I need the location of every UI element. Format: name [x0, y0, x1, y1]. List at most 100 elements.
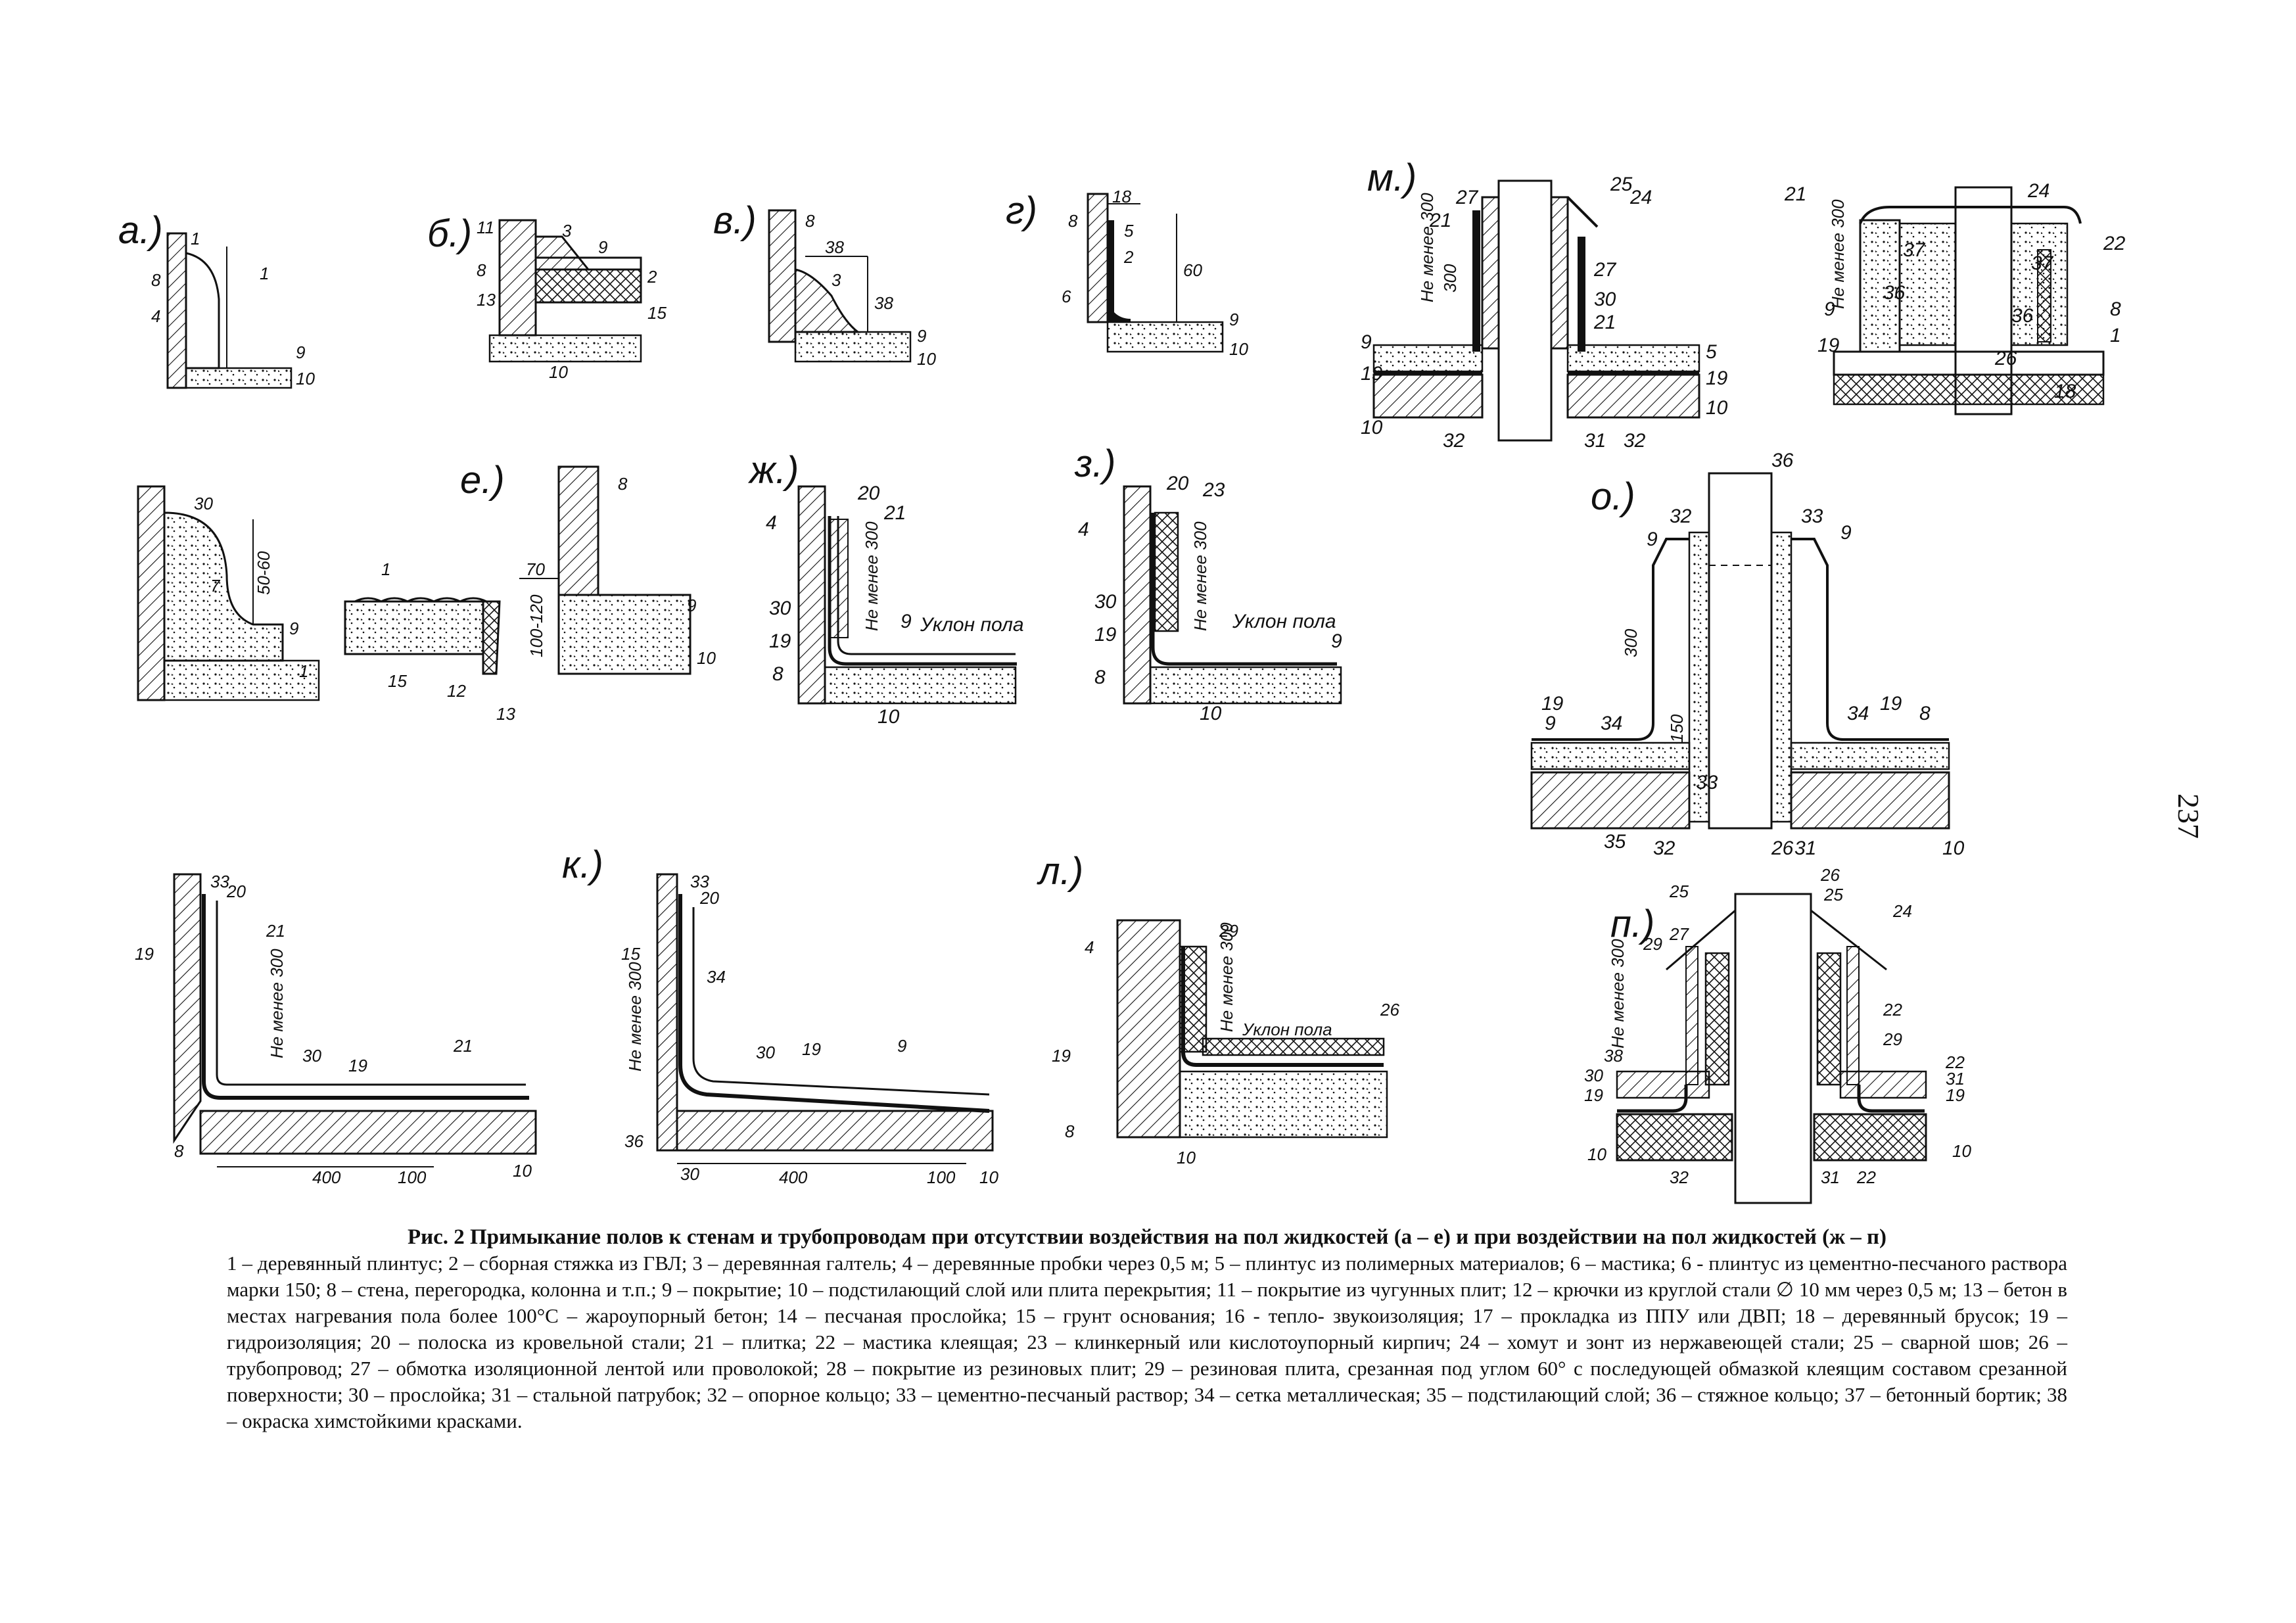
label-10: 10	[1587, 1144, 1606, 1164]
label-8: 8	[1094, 667, 1106, 688]
label-19: 19	[1541, 693, 1564, 715]
svg-text:1: 1	[191, 229, 200, 248]
label-23: 23	[1202, 479, 1225, 501]
label-19b: 19	[348, 1056, 367, 1075]
dim-18: 18	[1112, 187, 1131, 206]
label-9: 9	[897, 1036, 906, 1056]
label-33: 33	[210, 872, 229, 891]
label-24: 24	[2027, 180, 2050, 202]
ne-menee-300-i: Не менее 300	[267, 949, 287, 1058]
label-30: 30	[769, 598, 791, 619]
label-9: 9	[1647, 529, 1658, 550]
label-10: 10	[296, 369, 315, 388]
detail-label-k: к.)	[562, 843, 603, 886]
label-7: 7	[210, 576, 221, 596]
label-26: 26	[1380, 1000, 1399, 1020]
dim-100: 100	[398, 1167, 427, 1187]
label-9b: 9	[1840, 522, 1852, 544]
label-6: 6	[1062, 287, 1071, 306]
detail-d: 30 50-60 7 9 1	[137, 485, 320, 701]
label-26: 26	[1820, 865, 1840, 885]
detail-label-z: з.)	[1074, 442, 1115, 485]
dim-38: 38	[825, 237, 844, 257]
label-9: 9	[1824, 298, 1835, 320]
label-10: 10	[917, 349, 936, 369]
label-9: 9	[289, 619, 298, 638]
label-33: 33	[1801, 506, 1823, 527]
label-10b: 10	[1706, 397, 1728, 419]
label-5: 5	[1706, 341, 1717, 363]
detail-m: м.) 27 21 25 24 27 30 21 Не менее 300 30…	[1361, 156, 1728, 452]
label-20: 20	[699, 888, 719, 908]
label-10: 10	[878, 706, 900, 728]
label-37b: 37	[2031, 252, 2054, 274]
label-10: 10	[1361, 417, 1383, 438]
label-19b: 19	[1706, 367, 1728, 389]
label-13: 13	[496, 704, 515, 724]
detail-z: з.) 20 23 4 30 19 8 Не менее 300 Уклон п…	[1074, 442, 1342, 724]
label-19: 19	[1052, 1046, 1071, 1066]
label-32b: 32	[1653, 837, 1675, 859]
label-31: 31	[1946, 1069, 1965, 1089]
label-1: 1	[2110, 325, 2121, 346]
label-28: 38	[1604, 1046, 1623, 1066]
label-35: 35	[1604, 831, 1626, 853]
detail-top-right: 21 24 22 37 37 36 36 26 9 19 8 1 18 Не м…	[1784, 180, 2126, 415]
label-8: 8	[1068, 211, 1078, 231]
caption-legend: 1 – деревянный плинтус; 2 – сборная стяж…	[227, 1252, 2067, 1432]
detail-label-b: б.)	[427, 212, 472, 255]
label-33: 33	[690, 872, 709, 891]
label-15: 15	[388, 671, 407, 691]
label-10: 10	[1200, 703, 1222, 724]
label-29b: 29	[1883, 1029, 1902, 1049]
label-10: 10	[513, 1161, 532, 1181]
label-36: 36	[1771, 450, 1794, 471]
detail-g: г) 18 8 5 2 60 6 9 10	[1006, 187, 1248, 359]
label-4: 4	[1078, 519, 1089, 540]
detail-k: к.) 33 20 15 34 Не менее 300 30 19 9 36 …	[562, 843, 998, 1187]
label-20: 20	[226, 882, 246, 901]
label-19: 19	[769, 630, 791, 652]
ne-menee-300-m: Не менее 300	[1417, 193, 1437, 302]
label-21: 21	[1784, 183, 1806, 205]
ne-menee-300-z: Не менее 300	[1190, 521, 1210, 631]
label-10: 10	[697, 648, 716, 668]
label-24: 24	[1892, 901, 1912, 921]
figure-caption: Рис. 2 Примыкание полов к стенам и трубо…	[227, 1224, 2067, 1434]
label-21: 21	[1429, 210, 1451, 231]
detail-zh: ж.) 20 21 4 30 19 8 Не менее 300 9 Уклон…	[747, 449, 1024, 728]
ne-menee-300-zh: Не менее 300	[862, 521, 881, 631]
label-19b: 19	[1880, 693, 1902, 715]
label-34: 34	[707, 967, 726, 987]
detail-label-a: а.)	[118, 209, 163, 252]
label-2: 2	[1123, 247, 1134, 267]
label-32: 32	[1443, 430, 1465, 452]
label-29: 29	[1643, 934, 1662, 954]
dim-100-k: 100	[927, 1167, 956, 1187]
label-19: 19	[1817, 335, 1840, 356]
label-27: 27	[1669, 924, 1689, 944]
label-13: 13	[477, 290, 496, 310]
label-5: 5	[1124, 221, 1134, 241]
detail-label-o: о.)	[1591, 475, 1635, 518]
label-9: 9	[1361, 331, 1372, 353]
label-33b: 33	[1696, 772, 1718, 793]
label-31b: 31	[1821, 1167, 1840, 1187]
label-8: 8	[805, 211, 815, 231]
ne-menee-300-tr: Не менее 300	[1828, 199, 1848, 309]
label-34b: 34	[1847, 703, 1869, 724]
label-1: 1	[260, 264, 269, 283]
detail-b: б.) 11 3 8 13 9 2 15 10	[427, 212, 667, 382]
label-21: 21	[266, 921, 285, 941]
label-15: 15	[647, 303, 667, 323]
label-9: 9	[598, 237, 607, 257]
label-22: 22	[2103, 233, 2126, 254]
label-8: 8	[151, 270, 161, 290]
label-27b: 27	[1593, 259, 1617, 281]
label-36b: 36	[2011, 305, 2034, 327]
figure-drawing: а.) 1 8 4 1 9 10 б.) 11 3 8 13 9 2 15 10…	[118, 156, 2126, 1204]
label-30: 30	[1094, 591, 1117, 613]
label-19: 19	[135, 944, 154, 964]
dim-30: 30	[194, 494, 213, 513]
label-4: 4	[151, 306, 160, 326]
